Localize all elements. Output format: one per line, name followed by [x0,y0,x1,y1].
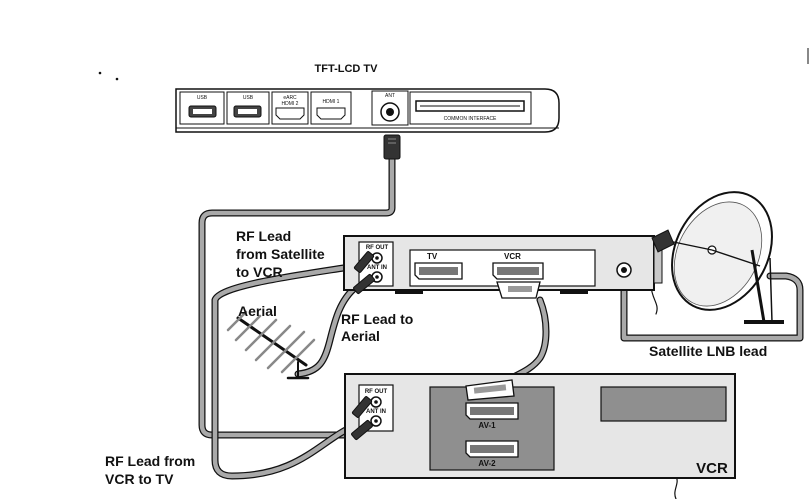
usb-port-2-label: USB [243,95,254,101]
satellite-lnb-label: Satellite LNB lead [649,343,767,359]
vcr-av2-pins [470,445,514,453]
tv-title: TFT-LCD TV [315,63,379,75]
stray-dot [115,77,119,81]
receiver-rf-out-plug [353,251,375,273]
scart-cable [502,297,549,385]
rf-lead-vcr-to-tv [199,155,395,438]
receiver-ant-in-label: ANT IN [367,265,387,271]
dish-arm [711,249,761,267]
vcr-unit: RF OUT ANT IN AV-1 AV-2 VCR [344,373,736,479]
aerial-antenna [226,310,316,380]
rf-lead-satellite-label-line1: RF Lead [236,228,291,244]
hdmi2-label: HDMI 2 [282,101,299,107]
receiver-rf-out-pin [375,256,379,260]
dish-mast [750,249,766,323]
stray-dot [98,71,102,75]
ant-port-inner [386,108,394,116]
receiver-scart-vcr-pins [497,267,539,275]
lnb-head [651,229,675,253]
vcr-ant-in-label: ANT IN [366,409,386,415]
vcr-bottom-lead [674,475,678,499]
satellite-dish [651,191,784,324]
receiver-scart-vcr-label: VCR [504,252,521,261]
hdmi1-port [316,107,346,120]
satellite-receiver: RF OUT ANT IN TV VCR [343,235,663,299]
earc-label: eARC [283,95,297,101]
vcr-rf-out-plug [351,396,373,418]
aerial-element [234,314,262,342]
vcr-name: VCR [696,460,728,477]
dish-reflector-inner [673,201,763,307]
aerial-label: Aerial [238,303,277,319]
vcr-rf-out-pin [374,400,378,404]
aerial-element [244,318,278,352]
tv-rf-plug [383,134,401,160]
aerial-element [254,324,292,362]
vcr-av1-pins [470,407,514,415]
rf-lead-aerial-label-line2: Aerial [341,328,380,344]
satellite-lnb-lead [621,273,803,341]
scart-plug-vcr-grip [473,384,507,394]
vcr-ant-in-plug [351,419,373,441]
hdmi2-port [275,107,305,120]
rf-lead-satellite-to-vcr-outline [211,262,360,480]
vcr-ant-in-pin [374,419,378,423]
rf-lead-satellite-label-line2: from Satellite [236,246,325,262]
rf-lead-satellite-to-vcr [212,263,359,479]
vcr-av1-label: AV-1 [478,421,496,430]
rf-lead-vcr-tv-label-line1: RF Lead from [105,453,195,469]
dish-mast [769,257,773,323]
receiver-ant-in-plug [353,273,375,295]
usb-port-label: USB [197,95,208,101]
callout-labels: RF Lead from Satellite to VCR Aerial RF … [105,228,767,487]
vcr-av2-label: AV-2 [478,459,496,468]
receiver-ant-in-pin [375,275,379,279]
rf-lead-satellite-label-line3: to VCR [236,264,283,280]
receiver-scart-tv-pins [419,267,458,275]
aerial-element [266,330,306,370]
aerial-element [226,310,248,332]
vcr-rf-out-label: RF OUT [365,389,388,395]
scart-plug-receiver-grip [508,286,532,292]
receiver-foot [560,290,588,294]
usb-port-2-inner [238,109,257,114]
receiver-rf-out-label: RF OUT [366,245,389,251]
hdmi1-label: HDMI 1 [323,99,340,105]
ant-label: ANT [385,93,395,99]
dish-base [744,320,784,324]
receiver-scart-tv-label: TV [427,252,438,261]
ci-label: COMMON INTERFACE [444,116,497,122]
tv-back-panel: TFT-LCD TV USB USB eARC HDMI 2 HDMI 1 AN… [175,63,560,160]
receiver-lnb-input-pin [621,267,627,273]
receiver-foot [395,290,423,294]
rf-lead-to-aerial [295,284,359,377]
aerial-element [280,338,316,374]
rf-lead-vcr-tv-label-line2: VCR to TV [105,471,174,487]
rf-lead-aerial-label-line1: RF Lead to [341,311,413,327]
vcr-display-window [600,386,727,422]
usb-port-inner [193,109,212,114]
cables [198,154,804,499]
